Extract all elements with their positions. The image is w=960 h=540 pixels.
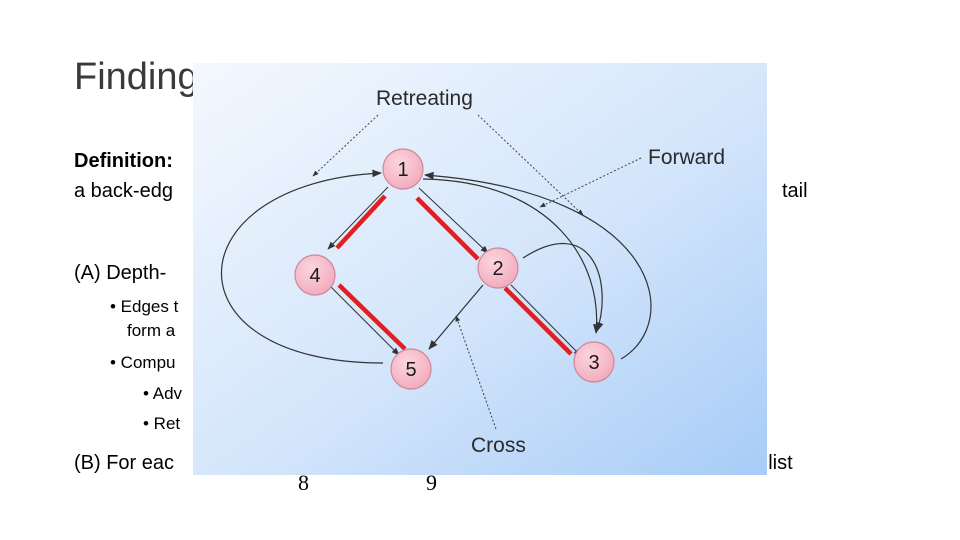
tree-edge-1-4 xyxy=(335,194,387,250)
node-4: 4 xyxy=(294,254,336,296)
node-1-label: 1 xyxy=(397,159,408,181)
number-8: 8 xyxy=(298,470,309,495)
node-3-label: 3 xyxy=(588,352,599,374)
dfs-edge-diagram: Retreating Forward Cross 1 xyxy=(193,63,767,475)
tree-edge-2-3 xyxy=(503,286,573,356)
edge-1-2-arrow xyxy=(418,187,489,254)
node-4-label: 4 xyxy=(309,265,320,287)
label-cross: Cross xyxy=(471,434,526,457)
definition-tail: tail xyxy=(782,180,808,202)
tree-edge-1-2 xyxy=(415,196,480,261)
tree-edge-4-5 xyxy=(337,283,407,351)
slide-title: Finding xyxy=(74,56,199,98)
number-9: 9 xyxy=(426,470,437,495)
edge-forward-1-3 xyxy=(422,178,601,334)
edge-retreating-5-1 xyxy=(221,169,384,364)
sub-bullet-retreat: • Ret xyxy=(143,414,181,433)
edge-cross-2-5 xyxy=(428,284,484,350)
definition-text: a back-edg xyxy=(74,180,173,202)
edge-2-3-curve xyxy=(522,243,604,332)
diagram-svg: Retreating Forward Cross 1 xyxy=(193,63,767,475)
bullet-compute: • Compu xyxy=(110,353,176,372)
bullet-edges: • Edges t xyxy=(110,297,179,316)
step-a-text: (A) Depth- xyxy=(74,262,167,284)
pointer-retreating-left xyxy=(312,114,379,177)
edge-4-5-arrow xyxy=(330,286,400,356)
node-5-label: 5 xyxy=(405,359,416,381)
pointer-retreating-right xyxy=(477,114,584,216)
node-1: 1 xyxy=(382,148,424,190)
edge-2-3-arrow xyxy=(510,284,582,357)
step-b-text: (B) For eac xyxy=(74,452,175,474)
label-forward: Forward xyxy=(648,146,725,169)
node-5: 5 xyxy=(390,348,432,390)
edge-retreating-3-1 xyxy=(424,171,652,360)
definition-label: Definition: xyxy=(74,150,173,172)
pointer-forward xyxy=(539,157,642,208)
sub-bullet-advance: • Adv xyxy=(143,384,183,403)
label-retreating: Retreating xyxy=(376,87,473,110)
node-2: 2 xyxy=(477,247,519,289)
node-3: 3 xyxy=(573,341,615,383)
node-2-label: 2 xyxy=(492,258,503,280)
edge-1-4-arrow xyxy=(327,186,389,250)
bullet-edges-cont: form a xyxy=(127,321,176,340)
